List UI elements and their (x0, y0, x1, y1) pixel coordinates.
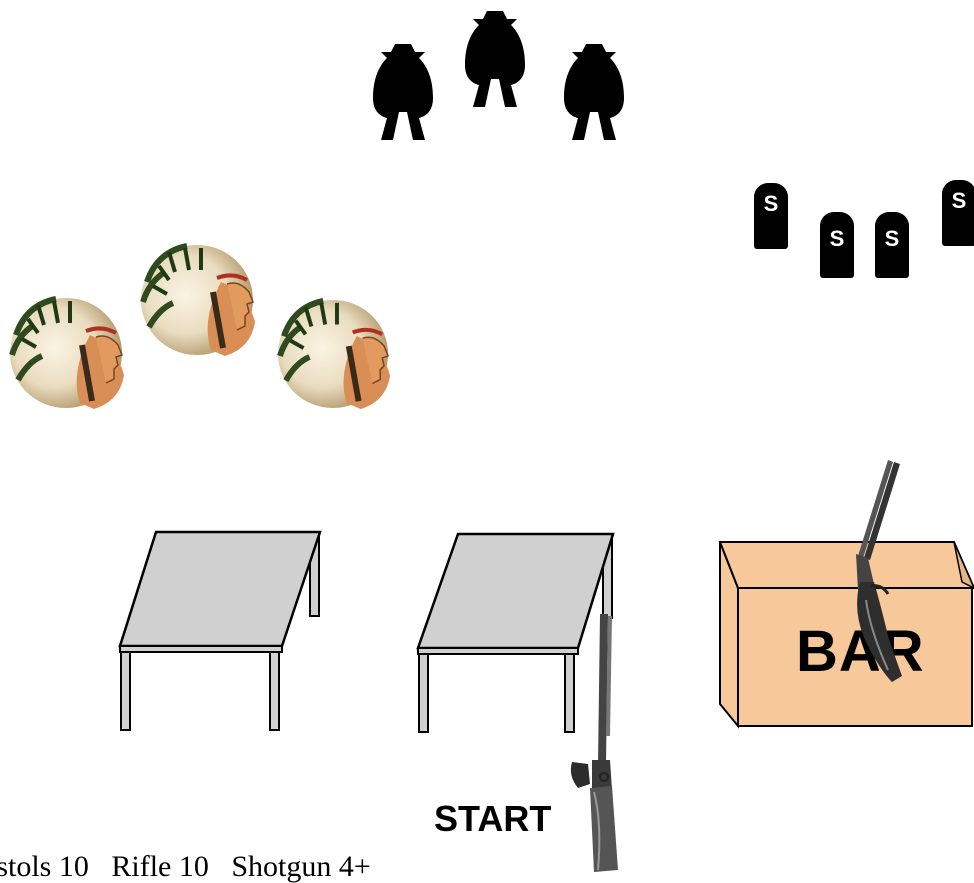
shotgun-icon (856, 460, 902, 682)
indian-chief-target-2 (140, 243, 255, 356)
table-1 (118, 530, 322, 731)
rifle-icon (570, 614, 618, 872)
table-2 (416, 532, 615, 733)
bar-box-label: BAR (796, 619, 925, 684)
tombstone-target-1: S (754, 183, 788, 249)
bandit-target-3 (564, 44, 624, 140)
stage-description-text: istols 10 Rifle 10 Shotgun 4+ (0, 850, 371, 883)
tombstone-target-2: S (820, 212, 854, 278)
indian-chief-target-1 (9, 296, 124, 409)
bar-box (718, 541, 974, 729)
tombstone-letter: S (829, 226, 845, 251)
tombstone-target-4: S (942, 180, 974, 246)
bandit-target-1 (373, 44, 433, 140)
tombstone-letter: S (884, 226, 900, 251)
tombstone-letter: S (763, 191, 779, 216)
bandit-target-2 (465, 11, 525, 107)
tombstone-target-3: S (875, 212, 909, 278)
tombstone-letter: S (951, 188, 967, 213)
indian-chief-target-3 (277, 298, 391, 410)
start-label: START (434, 798, 552, 839)
